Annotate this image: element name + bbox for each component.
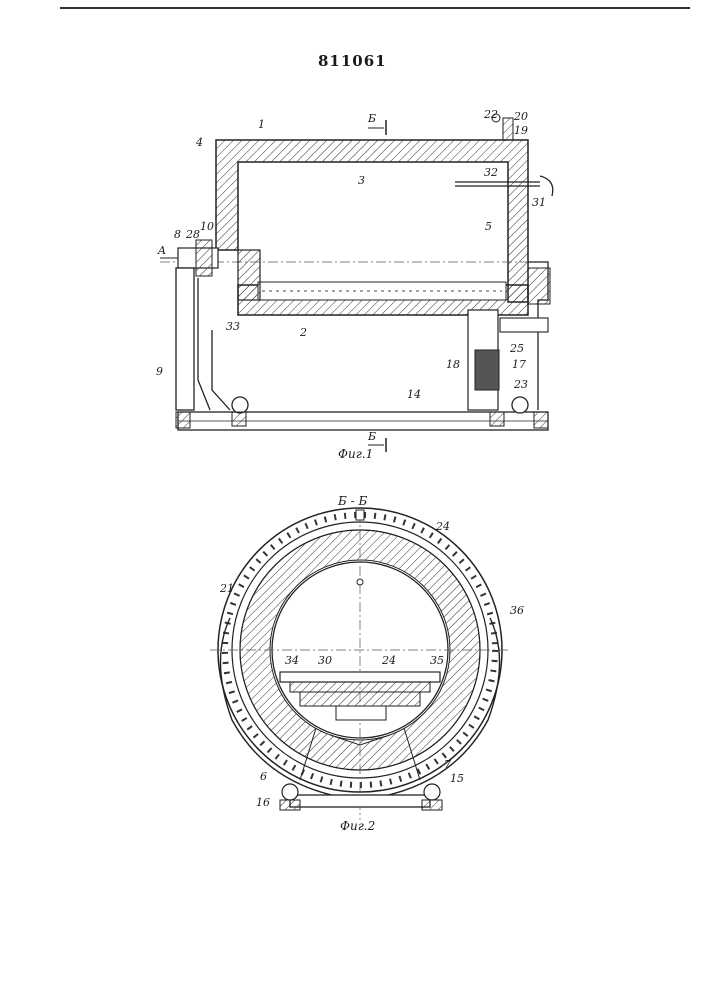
label-15: 15 (450, 772, 464, 785)
front-block (238, 250, 260, 300)
label-34: 34 (285, 654, 299, 667)
figure-1-caption: Фиг.1 (338, 447, 373, 461)
top-bolt (356, 510, 364, 520)
label-10: 10 (200, 220, 214, 233)
label-16: 16 (256, 796, 270, 809)
label-8: 8 (174, 228, 181, 241)
wheel-right (512, 397, 528, 413)
label-4: 4 (195, 136, 203, 149)
label-5: 5 (485, 220, 492, 233)
label-7: 7 (444, 758, 451, 771)
left-strut (198, 278, 210, 410)
base-frame (290, 795, 430, 807)
center-mark (357, 579, 363, 585)
label-14: 14 (407, 388, 421, 401)
label-9: 9 (156, 365, 163, 378)
label-19: 19 (514, 124, 528, 137)
sensor-plug (503, 118, 513, 140)
roller-left (282, 784, 298, 800)
label-35: 35 (430, 654, 444, 667)
label-1: 1 (258, 118, 265, 131)
foot-left (176, 412, 190, 428)
label-20: 20 (513, 110, 528, 123)
label-21: 21 (219, 582, 234, 595)
figure-2: Б - Б (210, 494, 524, 833)
foot-mid-left (232, 412, 246, 426)
figure-2-caption: Фиг.2 (340, 819, 375, 833)
label-25: 25 (509, 342, 524, 355)
tray-top (280, 672, 440, 682)
left-strut-2 (212, 330, 230, 410)
label-28: 28 (185, 228, 200, 241)
shaft-coupling (500, 318, 548, 332)
figure-1: Б Б A 1 3 4 5 2 8 28 10 9 33 14 17 18 23… (156, 108, 553, 461)
section-letter-top: Б (367, 112, 376, 125)
tray-heater (290, 682, 430, 692)
label-18: 18 (446, 358, 460, 371)
roller-right (424, 784, 440, 800)
chamber-wall (216, 140, 528, 302)
label-6: 6 (260, 770, 267, 783)
label-30: 30 (318, 654, 332, 667)
drive-block (475, 350, 499, 390)
label-22: 22 (483, 108, 498, 121)
label-17: 17 (512, 358, 526, 371)
label-2: 2 (299, 326, 307, 339)
label-31: 31 (532, 196, 546, 209)
right-drive-housing (528, 268, 550, 304)
section-letter-bottom: Б (367, 430, 376, 443)
label-23: 23 (513, 378, 528, 391)
label-24-inner: 24 (381, 654, 396, 667)
label-36: 36 (510, 604, 524, 617)
foot-mid-right (490, 412, 504, 426)
figure-2-title: Б - Б (337, 494, 368, 508)
label-24-top: 24 (435, 520, 450, 533)
tray-base (300, 692, 420, 706)
tray-support (336, 706, 386, 720)
seal-ring (196, 240, 212, 276)
probe-elbow (540, 176, 553, 196)
rail-left (280, 800, 300, 810)
foot-right (534, 412, 548, 428)
rail-right (422, 800, 442, 810)
left-stand (176, 268, 194, 410)
label-32: 32 (484, 166, 498, 179)
label-33: 33 (226, 320, 240, 333)
wheel-left (232, 397, 248, 413)
view-letter: A (157, 244, 166, 257)
label-3: 3 (358, 174, 365, 187)
